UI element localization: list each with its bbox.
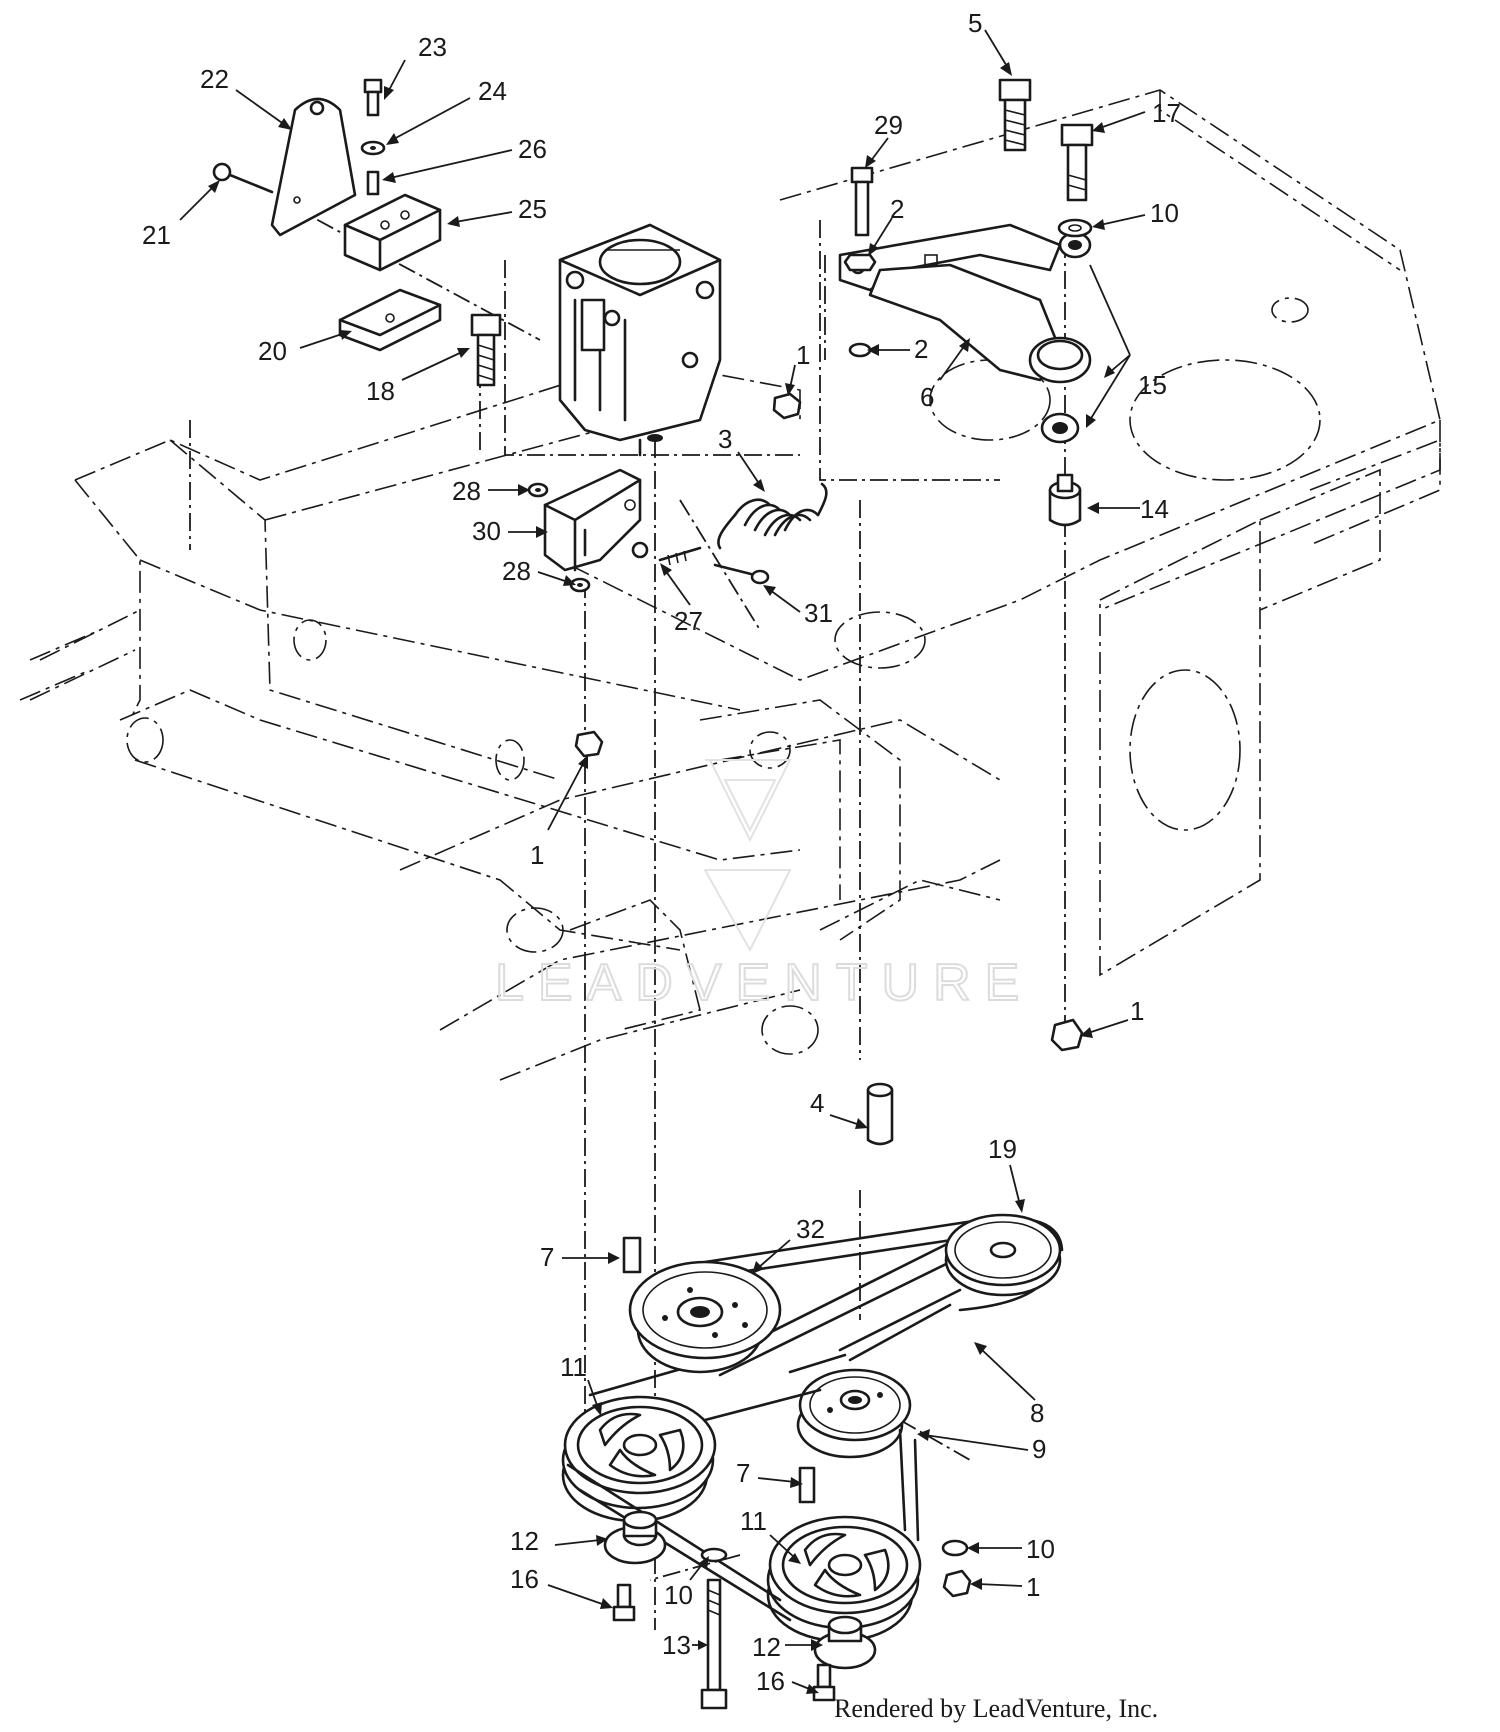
spring [717,482,828,550]
callout-6: 6 [920,382,934,412]
screw-31 [713,563,770,585]
mount-block [343,193,442,272]
callout-10-top: 10 [1150,198,1179,228]
key-7-upper [622,1236,642,1274]
callout-28-top: 28 [452,476,481,506]
callout-2-bottom: 2 [914,334,928,364]
spindle-hub-right [813,1615,877,1670]
mount-plate-lower [338,288,442,352]
bolt-29 [850,166,874,237]
callout-22: 22 [200,64,229,94]
callout-25: 25 [518,194,547,224]
nut-1-lower [942,1569,972,1598]
callout-1-right: 1 [1130,996,1144,1026]
bolt-5 [998,78,1032,152]
idler-arm [838,223,1092,384]
screw-16-left [612,1583,636,1622]
deck-pulley-left [561,1395,717,1523]
callout-4: 4 [810,1088,824,1118]
screw-16-right [812,1663,836,1702]
bearings [1040,231,1092,444]
idler-pulley [796,1368,912,1459]
callout-12-right: 12 [752,1632,781,1662]
bolt-23 [363,78,383,117]
eye-bolt-27 [631,541,702,566]
callout-23: 23 [418,32,447,62]
callout-7-lower: 7 [736,1458,750,1488]
callout-2-top: 2 [890,194,904,224]
callout-5: 5 [968,8,982,38]
callout-24: 24 [478,76,507,106]
callout-12-left: 12 [510,1526,539,1556]
callout-26: 26 [518,134,547,164]
callout-1-lower: 1 [1026,1572,1040,1602]
bolt-17 [1060,123,1094,202]
callout-18: 18 [366,376,395,406]
washer-10-lower [941,1539,969,1557]
callout-15: 15 [1138,370,1167,400]
nut-1-right [1050,1018,1084,1052]
pin-26 [366,170,380,196]
callout-10-lower: 10 [1026,1534,1055,1564]
callout-8: 8 [1030,1398,1044,1428]
callout-28-bottom: 28 [502,556,531,586]
callout-7-upper: 7 [540,1242,554,1272]
nut-1-upper [772,392,802,420]
nut-1-left [574,730,604,758]
watermark-logo [703,759,792,953]
callout-10-bolt: 10 [664,1580,693,1610]
tension-bracket [543,468,642,572]
drive-pulley [628,1260,782,1374]
pulley-upper-right [944,1213,1062,1297]
callout-14: 14 [1140,494,1169,524]
callout-3: 3 [718,424,732,454]
spindle-hub-left [603,1510,667,1565]
key-7-lower [798,1466,816,1504]
callout-16-left: 16 [510,1564,539,1594]
callout-11-upper: 11 [560,1352,587,1382]
callout-32: 32 [796,1214,825,1244]
screw-21 [212,162,274,194]
watermark: LEADVENTURE [495,954,1033,1012]
hydrostatic-pump [558,223,722,457]
callouts: 22 23 24 26 25 21 20 18 5 17 29 10 [142,8,1181,1696]
callout-9: 9 [1032,1434,1046,1464]
callout-13: 13 [662,1630,691,1660]
callout-1-left: 1 [530,840,544,870]
bolt-13 [700,1578,728,1710]
mount-plate [270,97,357,237]
deck-belt [566,1388,920,1622]
callout-31: 31 [804,598,833,628]
callout-21: 21 [142,220,171,250]
bolt-18 [470,313,502,387]
nut-2 [843,253,877,358]
washer-10-top [1057,218,1093,238]
washer-24 [360,140,386,156]
rendered-by-credit: Rendered by LeadVenture, Inc. [834,1694,1159,1723]
chassis-frame [19,89,1441,1081]
callout-16-right: 16 [756,1666,785,1696]
callout-29: 29 [874,110,903,140]
deck-pulley-right [766,1515,922,1643]
callout-17: 17 [1152,98,1181,128]
callout-20: 20 [258,336,287,366]
spacer [1048,473,1082,527]
callout-1-upper: 1 [796,340,810,370]
spacer-4 [866,1082,894,1146]
callout-27: 27 [674,606,703,636]
callout-19: 19 [988,1134,1017,1164]
callout-11-lower: 11 [740,1506,767,1536]
callout-30: 30 [472,516,501,546]
